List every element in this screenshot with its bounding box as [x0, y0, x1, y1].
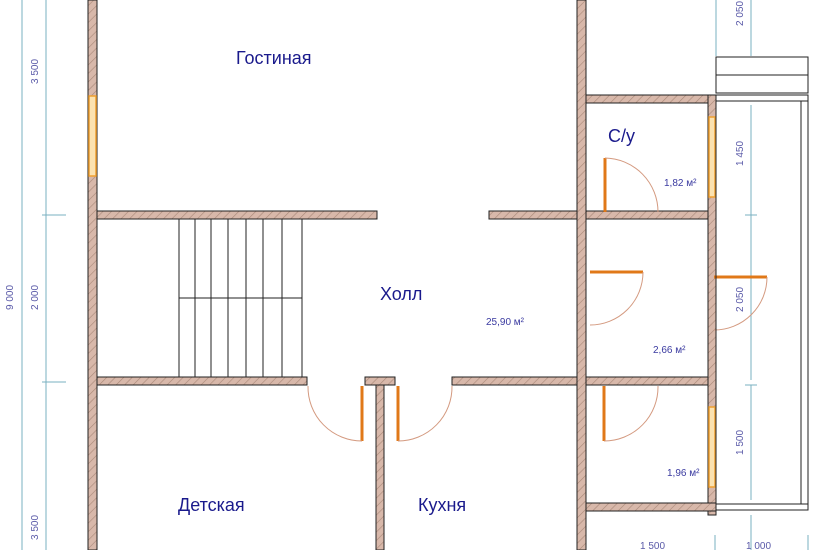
dim-right-top: 2 050 — [735, 0, 747, 27]
area-storage: 1,96 м² — [667, 468, 700, 479]
area-bathroom: 1,82 м² — [664, 178, 697, 189]
dim-right-bottom: 1 500 — [735, 429, 747, 456]
stairs — [178, 219, 303, 377]
dim-bottom-left: 1 500 — [640, 541, 666, 552]
doors — [307, 157, 768, 442]
walls — [87, 0, 717, 550]
room-label-kitchen: Кухня — [418, 495, 467, 515]
dim-left-bottom: 3 500 — [30, 514, 42, 541]
windows — [88, 95, 716, 488]
dimension-lines-right — [714, 0, 809, 550]
dim-right-bath: 1 450 — [735, 140, 747, 167]
dim-bottom-right: 1 000 — [746, 541, 772, 552]
room-label-bathroom: С/у — [608, 126, 635, 146]
dimension-lines-left — [21, 0, 66, 550]
room-label-living: Гостиная — [236, 48, 312, 68]
dim-right-middle: 2 050 — [735, 286, 747, 313]
porch — [715, 56, 809, 511]
room-label-hall: Холл — [380, 284, 423, 304]
area-hall: 25,90 м² — [486, 317, 525, 328]
dim-left-total: 9 000 — [5, 284, 17, 311]
area-corridor: 2,66 м² — [653, 345, 686, 356]
room-label-kids: Детская — [178, 495, 245, 515]
dim-left-middle: 2 000 — [30, 284, 42, 311]
dim-left-top: 3 500 — [30, 58, 42, 85]
